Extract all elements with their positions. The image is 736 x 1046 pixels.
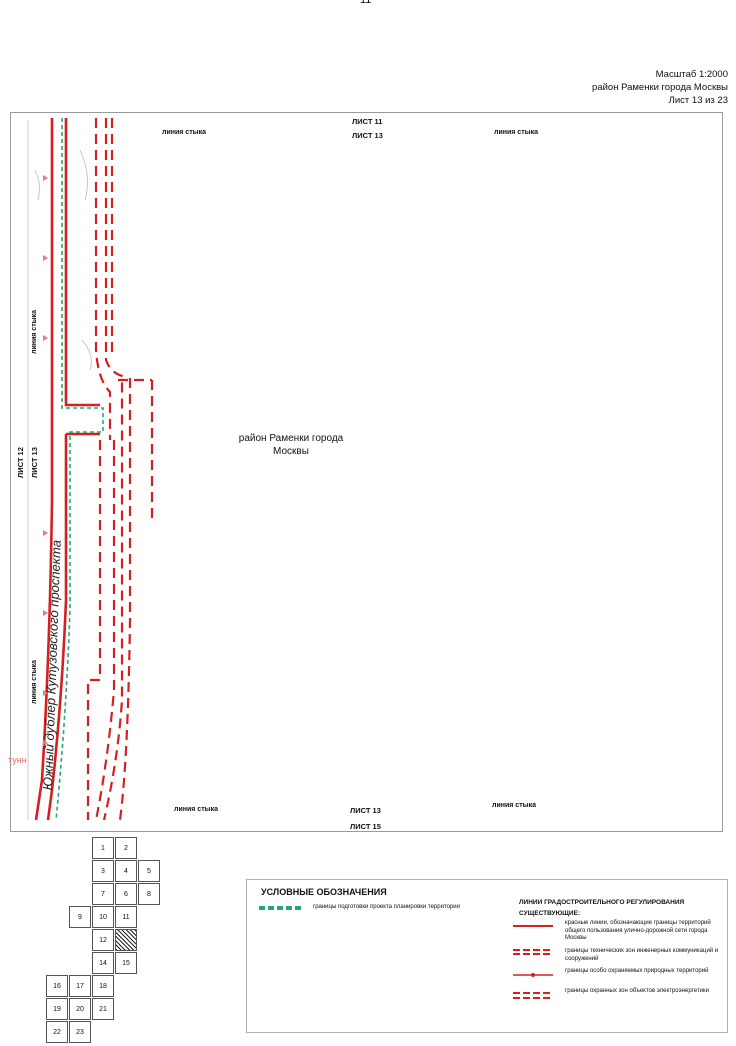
legend-power-zones: границы охранных зон объектов электроэне…	[565, 988, 709, 994]
sheet-label-bottom-outer: ЛИСТ 15	[350, 822, 381, 831]
grid-cell-6: 6	[115, 883, 137, 905]
legend-panel: УСЛОВНЫЕ ОБОЗНАЧЕНИЯ границы подготовки …	[246, 879, 728, 1033]
district-label: район Раменки города Москвы	[238, 433, 344, 457]
grid-cell-3: 3	[92, 860, 114, 882]
legend-boundary-item: границы подготовки проекта планировки те…	[313, 904, 461, 910]
map-header: Масштаб 1:2000 район Раменки города Моск…	[592, 68, 728, 107]
legend-title: УСЛОВНЫЕ ОБОЗНАЧЕНИЯ	[261, 887, 387, 897]
grid-cell-15: 15	[115, 952, 137, 974]
sheet-number: Лист 13 из 23	[668, 95, 728, 106]
grid-cell-18: 18	[92, 975, 114, 997]
grid-cell-13-current	[115, 929, 137, 951]
scale-label: Масштаб 1:2000	[655, 69, 728, 80]
base-detail	[27, 120, 92, 820]
grid-cell-20: 20	[69, 998, 91, 1020]
legend-swatches	[513, 925, 553, 999]
page-number: 11	[360, 0, 372, 6]
grid-cell-5: 5	[138, 860, 160, 882]
legend-tech-zones: границы технических зон инженерных комму…	[565, 948, 719, 962]
grid-cell-11: 11	[115, 906, 137, 928]
grid-cell-2: 2	[115, 837, 137, 859]
boundary-swatch	[259, 906, 303, 910]
legend-existing-heading: СУЩЕСТВУЮЩИЕ:	[519, 910, 581, 917]
grid-cell-10: 10	[92, 906, 114, 928]
grid-cell-1: 1	[92, 837, 114, 859]
legend-red-lines: красные линии, обозначающие границы терр…	[565, 920, 711, 941]
sheet-label-top-inner: ЛИСТ 13	[352, 131, 383, 140]
zone-lines	[86, 118, 154, 821]
grid-cell-19: 19	[46, 998, 68, 1020]
sheet-label-bottom-inner: ЛИСТ 13	[350, 806, 381, 815]
sheet-label-left-inner: ЛИСТ 13	[30, 447, 39, 478]
grid-cell-8: 8	[138, 883, 160, 905]
sheet-label-top-outer: ЛИСТ 11	[352, 117, 383, 126]
grid-cell-22: 22	[46, 1021, 68, 1043]
legend-lines-heading: ЛИНИИ ГРАДОСТРОИТЕЛЬНОГО РЕГУЛИРОВАНИЯ	[519, 899, 685, 906]
grid-cell-16: 16	[46, 975, 68, 997]
grid-cell-9: 9	[69, 906, 91, 928]
grid-cell-4: 4	[115, 860, 137, 882]
grid-cell-14: 14	[92, 952, 114, 974]
road-arrows	[43, 175, 48, 746]
grid-cell-12: 12	[92, 929, 114, 951]
joint-line-left-lower: линия стыка	[31, 659, 38, 704]
joint-line-bottom-right: линия стыка	[492, 802, 537, 809]
tunnel-label: тунн	[8, 755, 27, 765]
sheet-label-left-outer: ЛИСТ 12	[16, 447, 25, 478]
joint-line-bottom-left: линия стыка	[174, 806, 219, 813]
grid-cell-23: 23	[69, 1021, 91, 1043]
map-frame	[10, 112, 723, 832]
joint-line-top-left: линия стыка	[162, 129, 207, 136]
planning-boundary	[55, 118, 104, 821]
joint-line-top-right: линия стыка	[494, 129, 539, 136]
grid-cell-17: 17	[69, 975, 91, 997]
grid-cell-21: 21	[92, 998, 114, 1020]
district-header: район Раменки города Москвы	[592, 82, 728, 93]
joint-line-left-upper: линия стыка	[31, 309, 38, 354]
red-lines	[34, 118, 100, 821]
grid-cell-7: 7	[92, 883, 114, 905]
legend-protected-areas: границы особо охраняемых природных терри…	[565, 968, 709, 974]
